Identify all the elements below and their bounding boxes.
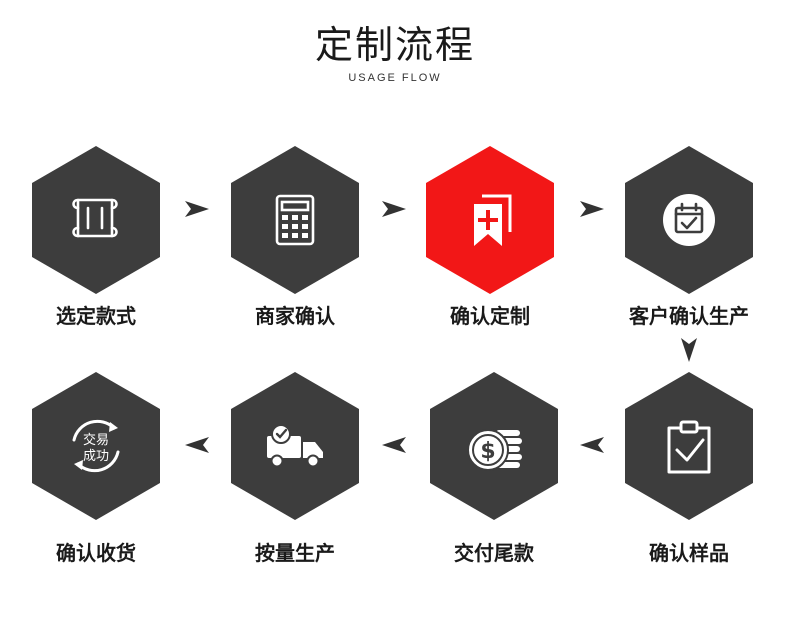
step-5-label: 确认样品 <box>649 541 729 565</box>
step-5-hex <box>625 372 753 520</box>
svg-text:$: $ <box>480 439 495 464</box>
step-2-label: 商家确认 <box>255 304 335 328</box>
step-1-hex <box>32 146 160 294</box>
step-7-label: 按量生产 <box>255 541 335 565</box>
badge-line-2: 成功 <box>83 449 109 464</box>
page-subtitle: USAGE FLOW <box>348 72 442 84</box>
scroll-map-icon <box>72 198 118 238</box>
calculator-icon <box>275 194 315 246</box>
step-8-hex: 交易 成功 <box>32 372 160 520</box>
step-4-label: 客户确认生产 <box>629 304 749 328</box>
delivery-truck-icon <box>267 424 323 468</box>
step-1-label: 选定款式 <box>56 304 136 328</box>
badge-line-1: 交易 <box>83 432 109 448</box>
page-title: 定制流程 <box>314 23 475 67</box>
arrow-right-2 <box>380 198 408 220</box>
deal-success-icon: 交易 成功 <box>72 419 120 473</box>
calendar-check-icon <box>663 194 715 246</box>
step-3-label: 确认定制 <box>450 304 530 328</box>
step-2-hex <box>231 146 359 294</box>
arrow-right-1 <box>183 198 211 220</box>
step-6-hex: $ <box>430 372 558 520</box>
bookmark-plus-icon <box>474 194 512 246</box>
arrow-right-3 <box>578 198 606 220</box>
step-4-hex <box>625 146 753 294</box>
step-7-hex <box>231 372 359 520</box>
step-3-hex <box>426 146 554 294</box>
coin-stack-icon: $ <box>467 429 522 471</box>
arrow-left-2 <box>380 434 408 456</box>
arrow-down <box>678 336 700 364</box>
step-8-label: 确认收货 <box>56 541 136 565</box>
arrow-left-3 <box>578 434 606 456</box>
step-6-label: 交付尾款 <box>454 541 534 565</box>
clipboard-check-icon <box>667 420 711 474</box>
arrow-left-1 <box>183 434 211 456</box>
